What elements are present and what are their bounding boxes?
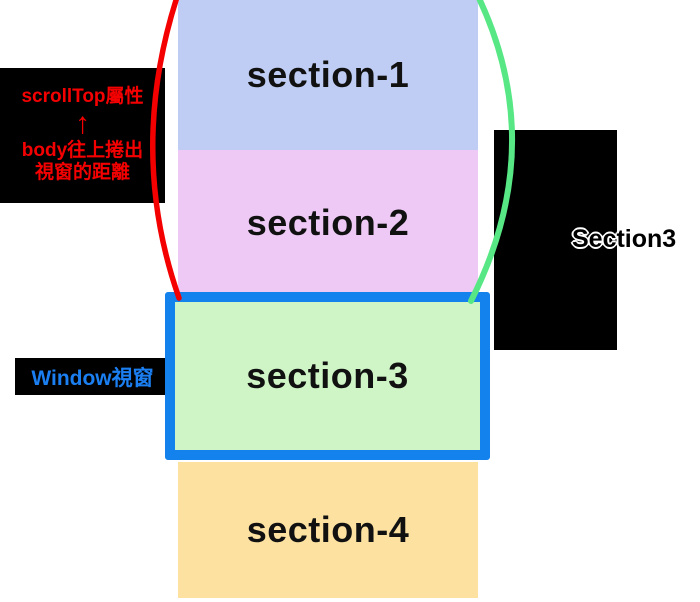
section-1-label: section-1 <box>246 54 410 95</box>
up-arrow-icon: ↑ <box>75 106 90 140</box>
scrolltop-annotation-line2: body往上捲出 <box>21 140 144 162</box>
section-2-label: section-2 <box>246 201 410 243</box>
window-viewport-annotation: Window視窗 <box>15 358 170 395</box>
section-4-label: section-4 <box>246 509 410 550</box>
section-3-label: section-3 <box>246 355 409 396</box>
scrolltop-annotation-line1: scrollTop屬性 <box>21 86 144 108</box>
section-1-block: section-1 <box>178 0 478 150</box>
section-4-block: section-4 <box>178 462 478 598</box>
right-annotation-label: Section3 <box>572 225 677 253</box>
scrolltop-annotation-line3: 視窗的距離 <box>34 162 130 184</box>
section-2-block: section-2 <box>178 150 478 295</box>
window-viewport-annotation-label: Window視窗 <box>31 366 154 390</box>
scrolltop-annotation: scrollTop屬性 ↑ body往上捲出 視窗的距離 <box>0 68 165 203</box>
window-viewport-box: section-3 <box>165 292 490 460</box>
right-annotation-box: Section3 <box>494 130 676 350</box>
